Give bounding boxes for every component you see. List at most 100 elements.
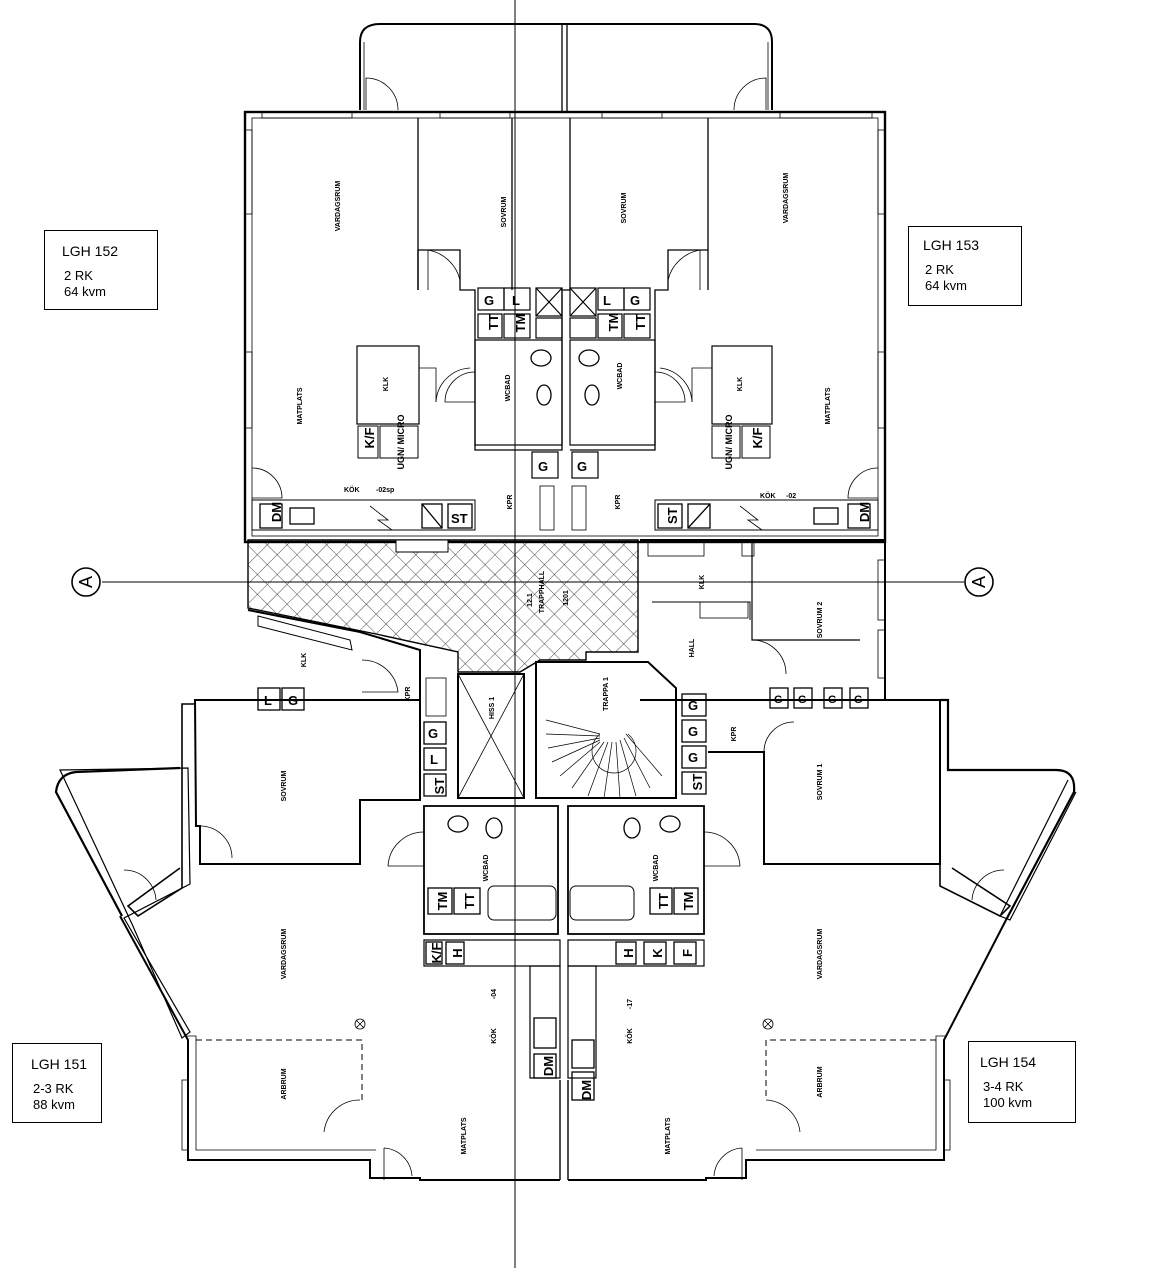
section-marker-left [71, 567, 101, 597]
fixture-g: G [688, 750, 698, 765]
room-label-wcbad-154: WCBAD [653, 855, 660, 882]
fixture-g: G [428, 726, 438, 741]
room-label-kpr-right: KPR [731, 727, 738, 742]
apartment-name: LGH 153 [923, 237, 980, 253]
room-label-vardagsrum-154: VARDAGSRUM [817, 929, 824, 980]
room-label-kpr-upper-right: KPR [615, 495, 622, 510]
room-label-hiss: HISS 1 [489, 697, 496, 719]
fixture-tt: TT [462, 893, 477, 909]
room-label-vardagsrum-151: VARDAGSRUM [281, 929, 288, 980]
fixture-g: G [288, 693, 298, 708]
apartment-rooms: 2 RK [925, 262, 954, 277]
stairwell [535, 661, 677, 799]
fixture-h: H [621, 948, 636, 957]
fixture-tm: TM [606, 313, 621, 332]
top-balcony [359, 23, 773, 110]
apartment-info-lgh153: LGH 153 2 RK 64 kvm [908, 226, 1022, 306]
fixture-tm: TM [435, 892, 450, 911]
apartment-name: LGH 152 [62, 243, 119, 259]
fixture-l: L [512, 293, 520, 308]
fixture-st: ST [432, 778, 447, 795]
apartment-info-lgh154: LGH 154 3-4 RK 100 kvm [968, 1041, 1076, 1123]
kitchen-label-152: KÖK [344, 485, 360, 494]
room-label-kok-154: KÖK [625, 1028, 634, 1044]
apartment-area: 64 kvm [64, 284, 106, 299]
room-label-trapphall-area: 12.1 [527, 593, 534, 607]
apartment-name: LGH 151 [31, 1056, 88, 1072]
apartment-rooms: 3-4 RK [983, 1079, 1024, 1094]
lower-right-wing [708, 699, 941, 865]
room-label-arbrum-151: ARBRUM [281, 1068, 288, 1099]
lower-left-wing [193, 699, 421, 865]
fixture-g: G [828, 694, 837, 706]
fixture-h: H [450, 948, 465, 957]
room-label-trappa: TRAPPA 1 [603, 677, 610, 711]
fixture-g: G [774, 694, 783, 706]
room-label-sovrum-2: SOVRUM 2 [817, 602, 824, 639]
room-label-matplats-153: MATPLATS [825, 387, 832, 424]
apartment-area: 64 kvm [925, 278, 967, 293]
fixture-st: ST [665, 507, 680, 524]
apartment-area: 100 kvm [983, 1095, 1033, 1110]
kitchen-label-153-code: -02 [786, 493, 796, 500]
room-label-klk-left: KLK [301, 653, 308, 667]
fixture-g: G [630, 293, 640, 308]
fixture-kf: K/F [750, 427, 765, 448]
fixture-g: G [688, 698, 698, 713]
section-marker-right-label: A [969, 576, 989, 588]
fixture-dm: DM [269, 502, 284, 522]
fixture-g: G [538, 459, 548, 474]
fixture-tm: TM [681, 892, 696, 911]
room-label-trapphall: TRAPPHALL [539, 570, 546, 613]
room-label-matplats-154: MATPLATS [665, 1117, 672, 1154]
room-label-kpr-upper-left: KPR [507, 495, 514, 510]
room-label-klk-153: KLK [737, 377, 744, 391]
fixture-ugn-micro: UGN/ MICRO [396, 415, 406, 470]
fixture-tt: TT [633, 314, 648, 330]
apartment-info-lgh151: LGH 151 2-3 RK 88 kvm [12, 1043, 102, 1123]
kitchen-label-152-code: -02sp [376, 487, 394, 494]
room-label-wcbad-153: WCBAD [617, 363, 624, 390]
room-label-trapphall-code: 1201 [563, 590, 570, 606]
fixture-f: F [680, 949, 695, 957]
room-label-arbrum-154: ARBRUM [817, 1066, 824, 1097]
fixture-g: G [484, 293, 494, 308]
fixture-l: L [430, 752, 438, 767]
fixture-tt: TT [656, 893, 671, 909]
fixture-ugn-micro: UGN/ MICRO [724, 415, 734, 470]
fixture-l: L [264, 693, 272, 708]
apartment-name: LGH 154 [980, 1054, 1037, 1070]
room-label-klk-right: KLK [699, 575, 706, 589]
room-label-vardagsrum-153: VARDAGSRUM [783, 173, 790, 224]
room-label-matplats-152: MATPLATS [297, 387, 304, 424]
room-label-sovrum-152: SOVRUM [501, 196, 508, 227]
room-label-vardagsrum-152: VARDAGSRUM [335, 181, 342, 232]
room-label-sovrum-1: SOVRUM 1 [817, 764, 824, 801]
fixture-kf: K/F [429, 942, 444, 963]
fixture-l: L [603, 293, 611, 308]
fixture-g: G [798, 694, 807, 706]
fixture-kf: K/F [362, 427, 377, 448]
kitchen-label-153: KÖK [760, 491, 776, 500]
fixture-g: G [688, 724, 698, 739]
fixture-st: ST [451, 511, 468, 526]
room-label-hall: HALL [689, 638, 696, 657]
room-label-klk-152: KLK [383, 377, 390, 391]
section-marker-right [964, 567, 994, 597]
elevator-shaft [457, 673, 525, 799]
fixture-tm: TM [513, 314, 528, 333]
room-label-kok-151-code: -04 [491, 989, 498, 999]
room-label-sovrum-153: SOVRUM [621, 192, 628, 223]
room-label-kok-151: KÖK [489, 1028, 498, 1044]
fixture-g: G [577, 459, 587, 474]
left-balcony [54, 766, 181, 917]
room-label-wcbad-151: WCBAD [483, 855, 490, 882]
fixture-st: ST [690, 774, 705, 791]
apartment-rooms: 2-3 RK [33, 1081, 74, 1096]
apartment-info-lgh152: LGH 152 2 RK 64 kvm [44, 230, 158, 310]
fixture-g: G [854, 694, 863, 706]
section-marker-left-label: A [76, 576, 96, 588]
room-label-wcbad-152: WCBAD [505, 375, 512, 402]
apartment-rooms: 2 RK [64, 268, 93, 283]
